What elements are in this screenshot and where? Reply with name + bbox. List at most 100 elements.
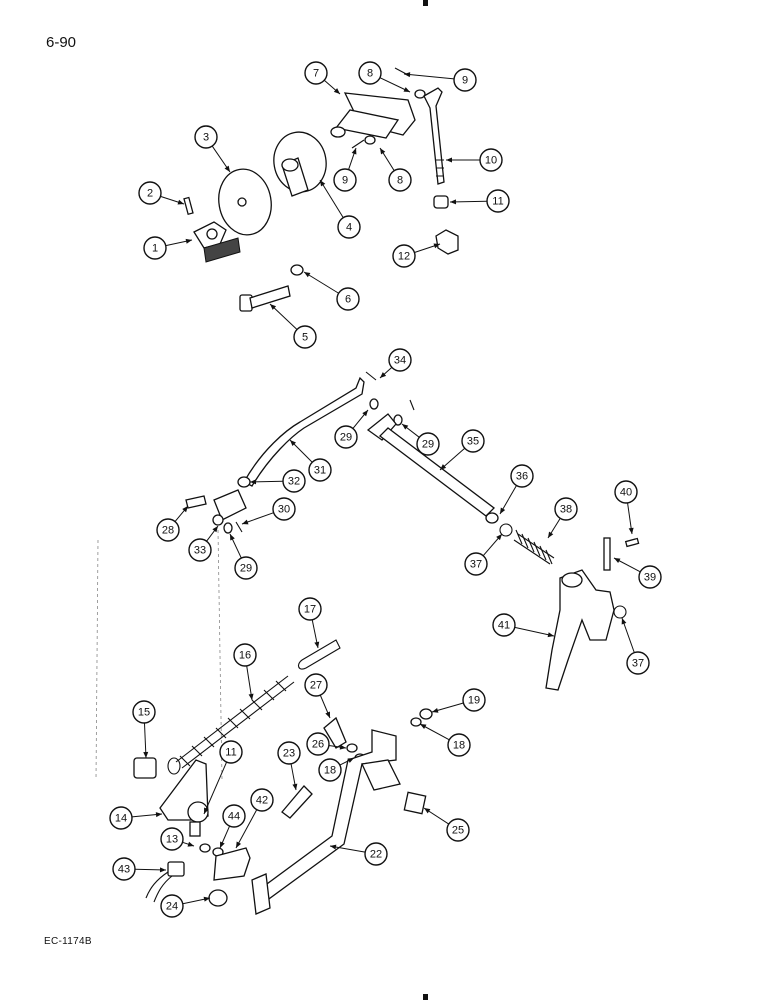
callout-9: 9 <box>333 168 357 192</box>
callout-30: 30 <box>272 497 296 521</box>
callout-circle <box>416 432 440 456</box>
part-5-bolt <box>239 285 291 312</box>
leader-arrow-24 <box>203 896 210 902</box>
callout-circle <box>234 556 258 580</box>
part-1-lever <box>193 221 241 263</box>
callout-13: 13 <box>160 827 184 851</box>
callout-circle <box>318 758 342 782</box>
part-6-washer <box>290 264 304 276</box>
callout-31: 31 <box>308 458 332 482</box>
callout-number: 18 <box>324 765 336 777</box>
leader-arrow-12 <box>433 243 440 249</box>
callout-circle <box>337 215 361 239</box>
callout-number: 31 <box>314 465 326 477</box>
callout-circle <box>453 68 477 92</box>
callout-8: 8 <box>358 61 382 85</box>
leader-arrow-3 <box>224 165 230 172</box>
part-33-clevis <box>213 489 247 521</box>
part-9-pin <box>351 139 365 149</box>
callout-34: 34 <box>388 348 412 372</box>
leader-line-5 <box>269 303 298 330</box>
callout-circle <box>219 740 243 764</box>
part-10-rod <box>423 87 445 185</box>
leader-lines <box>131 72 641 905</box>
callout-number: 34 <box>394 355 406 367</box>
callout-circle <box>112 857 136 881</box>
callout-circle <box>160 827 184 851</box>
callout-25: 25 <box>446 818 470 842</box>
part-35-shaft <box>366 413 495 517</box>
callout-circle <box>156 518 180 542</box>
part-26-washer <box>346 743 358 753</box>
part-29-washer <box>223 522 233 534</box>
callout-circle <box>282 469 306 493</box>
leader-arrow-5 <box>270 304 277 310</box>
callout-circle <box>392 244 416 268</box>
callout-circle <box>188 538 212 562</box>
part-8-washer <box>414 89 426 99</box>
leader-line-6 <box>303 271 339 294</box>
callout-circle <box>554 497 578 521</box>
callout-circle <box>233 643 257 667</box>
leader-arrow-8 <box>403 87 410 92</box>
callout-circle <box>304 61 328 85</box>
callout-36: 36 <box>510 464 534 488</box>
callout-number: 2 <box>147 188 153 200</box>
figure-code: EC-1174B <box>44 936 92 947</box>
leader-arrow-43 <box>159 867 166 873</box>
part-12-fitting <box>435 229 459 255</box>
leader-line-11 <box>203 761 228 815</box>
leader-arrow-23 <box>292 783 298 790</box>
callout-circle <box>293 325 317 349</box>
callout-18: 18 <box>318 758 342 782</box>
callout-circle <box>446 818 470 842</box>
callout-14: 14 <box>109 806 133 830</box>
leader-arrow-11 <box>204 807 209 814</box>
callout-number: 28 <box>162 525 174 537</box>
leader-line-4 <box>319 179 344 218</box>
callout-number: 1 <box>152 243 158 255</box>
part-36-washer <box>485 512 499 524</box>
part-4-disc <box>273 131 327 197</box>
leader-arrow-36 <box>500 507 506 514</box>
callout-number: 12 <box>398 251 410 263</box>
part-42-bracket <box>213 847 251 881</box>
callout-16: 16 <box>233 643 257 667</box>
part-30-pin <box>235 521 243 533</box>
leader-arrow-7 <box>333 88 340 94</box>
callout-28: 28 <box>156 518 180 542</box>
part-29-washer <box>369 398 379 410</box>
part-18-washer <box>410 717 422 727</box>
callout-circle <box>306 732 330 756</box>
callout-number: 29 <box>340 432 352 444</box>
callout-18: 18 <box>447 733 471 757</box>
callout-38: 38 <box>554 497 578 521</box>
part-7-bracket <box>330 92 416 139</box>
leader-line-11 <box>449 200 488 203</box>
leader-arrow-11 <box>450 199 457 205</box>
callout-number: 3 <box>203 132 209 144</box>
callout-33: 33 <box>188 538 212 562</box>
part-29-washer <box>393 414 403 426</box>
callout-number: 39 <box>644 572 656 584</box>
guide-line <box>95 539 99 781</box>
leader-arrow-9 <box>351 148 357 155</box>
callout-44: 44 <box>222 804 246 828</box>
leader-line-42 <box>235 809 258 849</box>
callout-circle <box>298 597 322 621</box>
callout-circle <box>138 181 162 205</box>
part-39-pin <box>603 537 611 571</box>
leader-arrow-1 <box>185 238 192 244</box>
leader-arrow-31 <box>290 440 297 447</box>
callout-circle <box>222 804 246 828</box>
callout-circle <box>626 651 650 675</box>
callout-number: 26 <box>312 739 324 751</box>
callout-7: 7 <box>304 61 328 85</box>
part-38-spring <box>513 529 555 565</box>
part-37-ring <box>499 523 513 537</box>
leader-arrow-29 <box>402 424 409 430</box>
callout-circle <box>160 894 184 918</box>
callout-circle <box>250 788 274 812</box>
callout-number: 13 <box>166 834 178 846</box>
callout-2: 2 <box>138 181 162 205</box>
